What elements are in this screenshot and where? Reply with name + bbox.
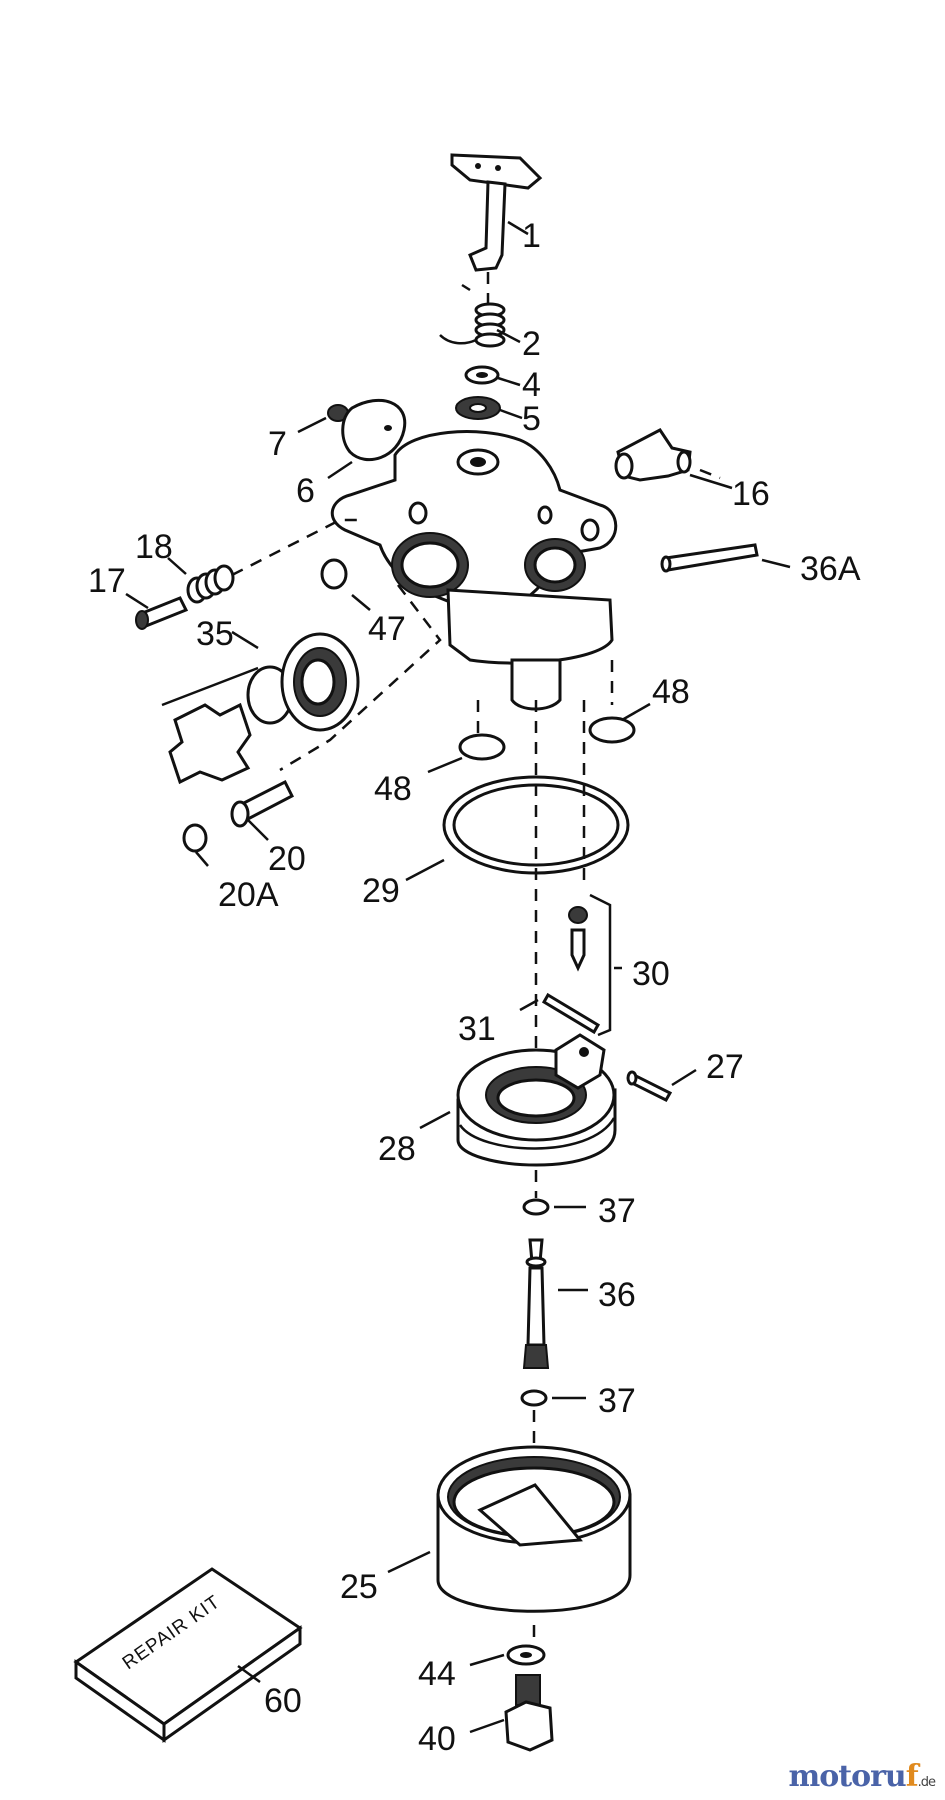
elbow-axis (699, 468, 721, 480)
float-part-28 (456, 1033, 617, 1167)
plug-part-47 (320, 558, 348, 590)
inlet-needle-part-30 (568, 893, 612, 1037)
label-part-30: 30 (632, 955, 670, 993)
float-bowl-part-25 (436, 1445, 632, 1613)
throttle-shaft-part-1 (450, 153, 543, 272)
label-part-20: 20 (268, 840, 306, 878)
site-watermark: motoruf.de (788, 1759, 936, 1794)
o-ring-part-37-upper (522, 1198, 550, 1216)
label-part-27: 27 (706, 1048, 744, 1086)
watermark-main: motoru (788, 1759, 906, 1794)
spring-part-2 (439, 283, 506, 348)
label-part-44: 44 (418, 1655, 456, 1693)
o-ring-part-37-lower (520, 1389, 548, 1407)
label-part-6: 6 (296, 472, 315, 510)
label-part-20A: 20A (218, 876, 279, 914)
needle-part-20 (230, 779, 295, 828)
label-part-36A: 36A (800, 550, 861, 588)
label-part-31: 31 (458, 1010, 496, 1048)
leader-lines (125, 220, 791, 1734)
carburetor-body (331, 430, 618, 711)
bowl-nut-part-40 (504, 1674, 554, 1752)
label-part-35: 35 (196, 615, 234, 653)
label-part-4: 4 (522, 366, 541, 404)
pin-part-36A (660, 543, 759, 573)
watermark-accent: f (905, 1759, 919, 1794)
label-part-37-lower: 37 (598, 1382, 636, 1420)
label-part-18: 18 (135, 528, 173, 566)
hinge-pin-part-31 (541, 992, 601, 1035)
label-part-7: 7 (268, 425, 287, 463)
label-part-29: 29 (362, 872, 400, 910)
cap-part-20A (182, 823, 208, 853)
label-part-37-upper: 37 (598, 1192, 636, 1230)
label-part-2: 2 (522, 325, 541, 363)
label-part-17: 17 (88, 562, 126, 600)
plug-part-48-right (588, 716, 636, 744)
label-part-16: 16 (732, 475, 770, 513)
main-jet-part-36 (522, 1238, 550, 1369)
label-part-5: 5 (522, 400, 541, 438)
label-part-47: 47 (368, 610, 406, 648)
fuel-elbow-part-16 (614, 428, 692, 482)
idle-spring-part-18 (186, 564, 235, 604)
idle-screw-part-17 (135, 596, 189, 630)
idle-screw-axis (231, 518, 360, 577)
washer-hole (476, 372, 488, 378)
plug-part-48-left (458, 733, 506, 761)
label-part-48-right: 48 (652, 673, 690, 711)
throttle-plate-part-6 (341, 398, 407, 462)
label-part-1: 1 (522, 217, 541, 255)
label-part-40: 40 (418, 1720, 456, 1758)
label-part-28: 28 (378, 1130, 416, 1168)
choke-bracket-line (161, 666, 259, 707)
float-pin-part-27 (626, 1070, 673, 1102)
label-part-48-left: 48 (374, 770, 412, 808)
label-part-36: 36 (598, 1276, 636, 1314)
label-part-60: 60 (264, 1682, 302, 1720)
watermark-tld: .de (917, 1775, 936, 1790)
label-part-25: 25 (340, 1568, 378, 1606)
choke-assembly-part-35 (168, 632, 360, 785)
part-labels: 1 2 4 5 7 6 16 18 17 36A 35 47 48 48 20 … (88, 217, 861, 1758)
